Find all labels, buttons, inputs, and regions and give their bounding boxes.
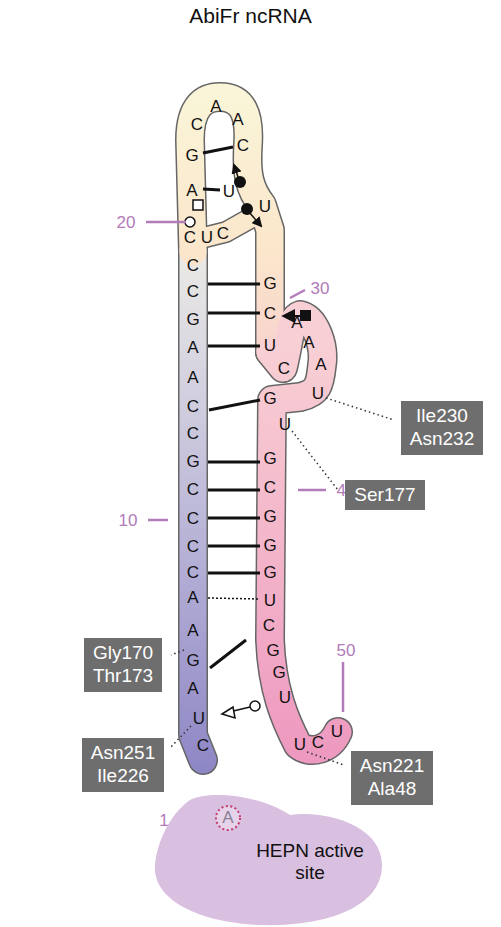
nucleotide: U [331,723,343,740]
nucleotide: G [263,564,276,581]
active-site-region: HEPN active site A [150,790,385,927]
nucleotide: G [263,537,276,554]
base-pairs [203,147,260,668]
nucleotide: G [263,508,276,525]
nucleotide: A [187,589,198,606]
diagram-title: AbiFr ncRNA [0,4,501,28]
nucleotide: C [187,510,199,527]
nucleotide: U [193,710,205,727]
nucleotide: C [264,479,276,496]
nucleotide: C [187,425,199,442]
nucleotide: C [197,737,209,754]
nucleotide: C [237,137,249,154]
residue-label: Asn251 Ile226 [91,742,155,788]
nucleotide: A [315,356,326,373]
residue-box: Gly170 Thr173 [84,638,162,692]
nucleotide: C [187,398,199,415]
nucleotide: A [186,182,197,199]
nucleotide: G [186,652,199,669]
nucleotide: G [266,642,279,659]
residue-box: Asn221 Ala48 [351,751,433,805]
nucleotide: G [263,450,276,467]
nucleotide: C [187,257,199,274]
residue-label: Ile230 Asn232 [410,405,474,451]
nucleotide: U [312,385,324,402]
nucleotide: G [186,311,199,328]
nucleotide: C [264,305,276,322]
nucleotide: C [187,564,199,581]
nucleotide: G [263,275,276,292]
position-ticks [146,222,343,820]
position-number: 20 [117,214,136,231]
nucleotide: G [185,147,198,164]
nucleotide: U [279,689,291,706]
residue-box: Asn251 Ile226 [82,738,164,792]
nucleotide: U [201,229,213,246]
interaction-symbols [185,165,311,718]
nucleotide: C [187,538,199,555]
nucleotide: U [264,592,276,609]
nucleotide: U [223,183,235,200]
nucleotide: A [187,622,198,639]
position-number: 50 [337,642,356,659]
nucleotide: C [278,360,290,377]
nucleotide: C [312,734,324,751]
nucleotide: A [232,111,243,128]
position-number: 30 [311,280,330,297]
nucleotide: A [214,804,242,832]
residue-box: Ser177 [345,480,424,511]
residue-label: Gly170 Thr173 [93,642,153,688]
residue-label: Ser177 [354,484,415,507]
position-number: 1 [159,812,168,829]
nucleotide-circle: A [214,804,242,832]
leader-lines [170,398,394,765]
nucleotide: G [186,453,199,470]
nucleotide: C [217,225,229,242]
region-label: HEPN active site [250,840,370,884]
nucleotide: C [187,283,199,300]
position-number: 10 [119,512,138,529]
nucleotide: A [187,369,198,386]
nucleotide: C [191,116,203,133]
nucleotide: U [279,416,291,433]
nucleotide: C [263,617,275,634]
residue-label: Asn221 Ala48 [360,755,424,801]
nucleotide: A [187,680,198,697]
nucleotide: A [187,339,198,356]
residue-box: Ile230 Asn232 [401,401,483,455]
nucleotide: C [187,481,199,498]
nucleotide: G [263,390,276,407]
nucleotide: U [259,198,271,215]
nucleotide: C [184,229,196,246]
backbone [190,97,338,760]
nucleotide: G [272,664,285,681]
nucleotide: A [291,314,302,331]
nucleotide: U [294,736,306,753]
nucleotide: A [303,334,314,351]
nucleotide: U [264,337,276,354]
nucleotide: A [210,98,221,115]
